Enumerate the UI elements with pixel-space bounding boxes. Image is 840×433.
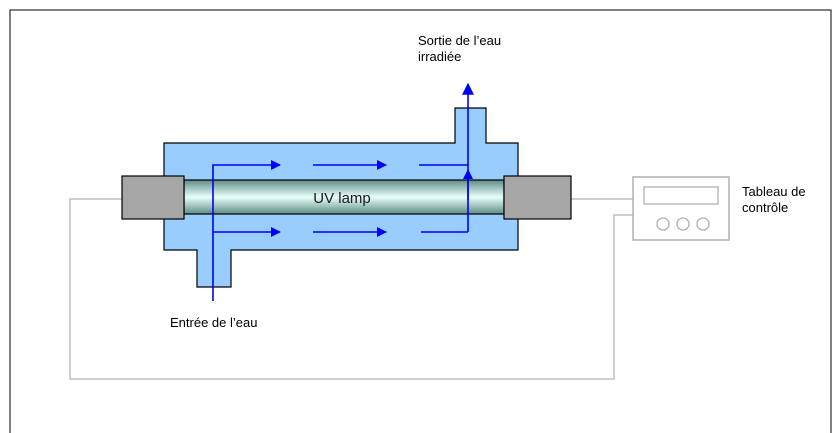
control-wires	[69, 198, 633, 380]
outlet-label: Sortie de l’eau irradiée	[418, 33, 501, 65]
outlet-label-line1: Sortie de l’eau	[418, 33, 502, 48]
control-panel-knob-3	[696, 217, 710, 231]
frame-border	[9, 9, 832, 433]
wire-left-loop	[69, 198, 633, 380]
control-panel	[632, 176, 730, 241]
control-panel-label-line1: Tableau de	[742, 184, 806, 199]
lamp-end-cap-right	[503, 175, 572, 220]
control-panel-display	[643, 186, 719, 205]
flow-arrows	[212, 82, 474, 301]
uv-lamp-tube	[183, 179, 505, 215]
outlet-label-line2: irradiée	[418, 49, 462, 64]
control-panel-knob-2	[676, 217, 690, 231]
inlet-label: Entrée de l’eau	[170, 315, 258, 330]
uv-lamp-label: UV lamp	[313, 190, 371, 207]
control-panel-knob-1	[656, 217, 670, 231]
control-panel-label-line2: contrôle	[742, 200, 789, 215]
lamp-end-cap-left	[121, 175, 185, 220]
control-panel-label: Tableau de contrôle	[742, 184, 806, 216]
inlet-flow-arrow	[212, 160, 281, 301]
